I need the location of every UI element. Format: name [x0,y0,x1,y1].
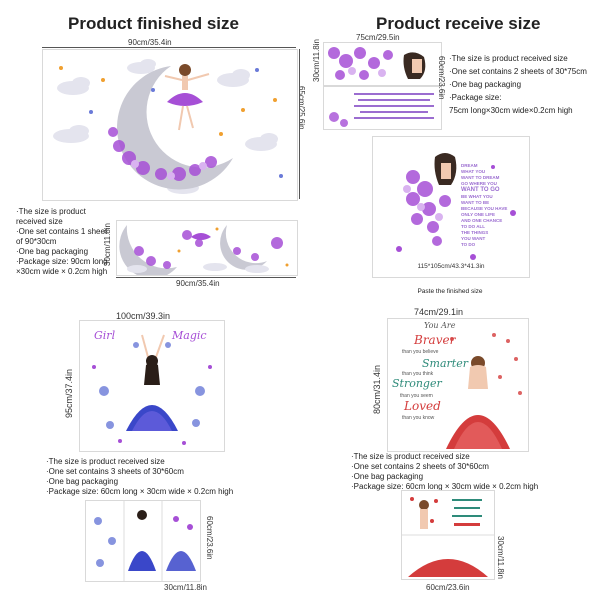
panel1-width-line [42,47,296,48]
panel4-info-line: ·One bag packaging [351,472,424,481]
panel4-subphrase: than you know [402,415,435,421]
panel3-height-label: 95cm/37.4in [64,368,74,418]
panel3-sheet-layout [85,500,201,582]
poem-line: WANT TO BE [461,200,490,205]
moon-shape [117,66,233,190]
poem-line: BE WHAT YOU [461,194,493,199]
panel2-info-line: ·One set contains 2 sheets of 30*75cm [449,67,587,76]
panel2-left-height-label: 30cm/11.8in [312,39,321,82]
panel1-strip-height-label: 30cm/11.8in [103,223,112,266]
panel4-info-line: ·Package size: 60cm long × 30cm wide × 0… [351,482,539,491]
panel3-title-word: Girl [94,329,116,342]
panel3-finished-artwork: Girl Magic [79,320,225,452]
panel1-info-line: ·One bag packaging [16,247,89,256]
panel4-word: You Are [424,321,456,330]
panel2-right-height-label: 60cm/23.6in [437,56,446,100]
panel4-word: Braver [414,333,456,347]
panel4-subphrase: than you think [402,371,434,377]
panel1-info-line: ·Package size: 90cm long ×30cm wide × 0.… [16,257,108,276]
heading-receive-size: Product receive size [376,14,541,33]
panel3-info-line: ·Package size: 60cm long × 30cm wide × 0… [46,487,234,496]
panel1-finished-artwork [42,49,298,201]
panel4-sheet-layout [401,490,495,580]
panel2-finished-artwork: DREAM WHAT YOU WANT TO DREAM GO WHERE YO… [372,136,530,278]
poem-line: AND ONE CHANCE [461,218,503,223]
panel3-width-label: 100cm/39.3in [116,311,171,321]
panel2-top-width-label: 75cm/29.5in [356,33,400,42]
panel1-width-label: 90cm/35.4in [128,38,172,47]
panel2-paste-caption: Paste the finished size [417,288,483,295]
poem-line: DREAM [461,163,478,168]
panel2-info-line: 75cm long×30cm wide×0.2cm high [449,106,573,115]
panel3-sheet-height-label: 60cm/23.6in [205,516,214,560]
panel1-info-line: ·The size is product received size [16,207,86,226]
poem-line: THE THINGS [461,230,489,235]
panel2-info-line: ·Package size: [449,93,502,102]
panel4-info-line: ·The size is product received size [351,452,470,461]
panel3-info-line: ·The size is product received size [46,457,165,466]
poem-line: WHAT YOU [461,169,486,174]
panel4-info: ·The size is product received size ·One … [351,452,538,492]
panel4-word: Smarter [422,357,468,370]
panel2-info-line: ·The size is product received size [449,54,568,63]
panel2-info: ·The size is product received size ·One … [449,54,587,116]
panel4-word: Loved [404,399,441,413]
panel3-info: ·The size is product received size ·One … [46,457,233,497]
panel2-poem: DREAM WHAT YOU WANT TO DREAM GO WHERE YO… [461,163,507,248]
poem-line: ONLY ONE LIFE [461,212,496,217]
poem-line: TO DO ALL [461,224,485,229]
panel3-info-line: ·One bag packaging [46,477,119,486]
poem-line: YOU WANT [461,236,486,241]
panel2-sheet1 [323,42,442,86]
panel1-strip-width-line [116,277,296,278]
panel4-subphrase: than you seem [400,393,433,399]
panel1-height-line [299,49,300,199]
heading-finished-size: Product finished size [68,14,239,33]
panel1-sheet-layout [116,220,298,276]
panel4-height-label: 80cm/31.4in [372,364,382,414]
panel4-sheet-height-label: 30cm/11.8in [496,536,505,579]
poem-line: TO DO [461,242,476,247]
panel3-title-word: Magic [172,329,207,342]
panel2-finished-caption: 115*105cm/43.3*41.3in [417,263,485,270]
panel4-info-line: ·One set contains 2 sheets of 30*60cm [351,462,489,471]
panel4-finished-artwork: You Are Braver than you believe Smarter … [387,318,529,452]
panel2-info-line: ·One bag packaging [449,80,522,89]
panel1-strip-width-label: 90cm/35.4in [176,279,220,288]
panel1-info: ·The size is product received size ·One … [16,207,114,277]
panel2-sheet2 [323,86,442,130]
poem-line: BECAUSE YOU HAVE [461,206,508,211]
panel4-word: Stronger [392,377,442,390]
ballerina-figure [164,64,210,131]
poem-line: WANT TO DREAM [461,175,500,180]
panel4-sheet-width-label: 60cm/23.6in [426,583,470,592]
panel4-width-label: 74cm/29.1in [414,307,464,317]
poem-line: WANT TO GO [461,187,500,193]
panel4-subphrase: than you believe [402,349,439,355]
poem-line: GO WHERE YOU [461,181,497,186]
panel3-sheet-width-label: 30cm/11.8in [164,583,207,592]
panel1-info-line: ·One set contains 1 sheet of 90*30cm [16,227,108,246]
panel3-info-line: ·One set contains 3 sheets of 30*60cm [46,467,184,476]
